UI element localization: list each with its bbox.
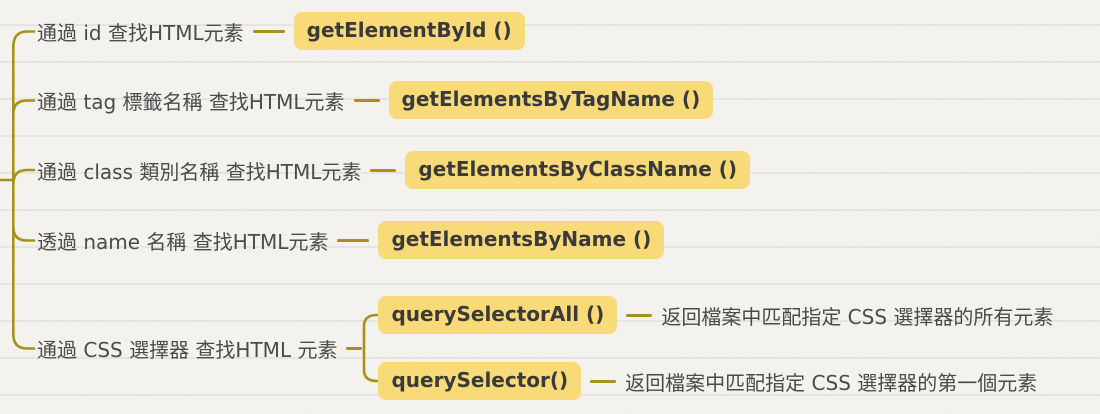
method-node-query-selector-all[interactable]: querySelectorAll (): [378, 296, 618, 334]
branch-label-class[interactable]: 通過 class 類別名稱 查找HTML元素: [37, 159, 362, 184]
connector-dash: [252, 29, 285, 33]
branch-row-class: 通過 class 類別名稱 查找HTML元素 getElementsByClas…: [37, 151, 751, 189]
method-description-query-selector[interactable]: 返回檔案中匹配指定 CSS 選擇器的第一個元素: [625, 370, 1038, 395]
branch-row-tag: 通過 tag 標籤名稱 查找HTML元素 getElementsByTagNam…: [37, 81, 714, 119]
branch-label-name[interactable]: 透過 name 名稱 查找HTML元素: [37, 229, 329, 254]
method-node-query-selector[interactable]: querySelector(): [378, 362, 582, 400]
method-node-get-element-by-id[interactable]: getElementById (): [293, 12, 525, 50]
method-node-get-elements-by-tag-name[interactable]: getElementsByTagName (): [388, 81, 714, 119]
fork-row-query-selector-all: querySelectorAll () 返回檔案中匹配指定 CSS 選擇器的所有…: [378, 296, 1053, 334]
connector-dash: [353, 98, 380, 102]
fork-column: querySelectorAll () 返回檔案中匹配指定 CSS 選擇器的所有…: [378, 296, 1053, 400]
branch-curve-4: [12, 225, 36, 242]
branch-curve-1: [12, 30, 36, 49]
branch-curve-3: [12, 168, 36, 186]
fork-row-query-selector: querySelector() 返回檔案中匹配指定 CSS 選擇器的第一個元素: [378, 362, 1053, 400]
connector-dash: [337, 238, 370, 242]
method-description-query-selector-all[interactable]: 返回檔案中匹配指定 CSS 選擇器的所有元素: [661, 304, 1054, 329]
method-node-get-elements-by-name[interactable]: getElementsByName (): [378, 221, 665, 259]
branch-label-css-selector[interactable]: 通過 CSS 選擇器 查找HTML 元素: [37, 337, 338, 362]
branch-label-tag[interactable]: 通過 tag 標籤名稱 查找HTML元素: [37, 89, 345, 114]
connector-dash: [370, 168, 397, 172]
branch-label-id[interactable]: 通過 id 查找HTML元素: [37, 20, 244, 45]
fork-bracket: [363, 313, 379, 383]
branch-row-name: 透過 name 名稱 查找HTML元素 getElementsByName (): [37, 221, 665, 259]
branch-row-id: 通過 id 查找HTML元素 getElementById (): [37, 12, 525, 50]
branch-curve-5: [12, 332, 36, 350]
method-node-get-elements-by-class-name[interactable]: getElementsByClassName (): [405, 151, 751, 189]
connector-dash: [590, 379, 617, 383]
branch-row-css-selector: 通過 CSS 選擇器 查找HTML 元素 querySelectorAll ()…: [37, 296, 1053, 400]
connector-dash: [626, 313, 653, 317]
connector-dash: [346, 346, 363, 350]
branch-curve-2: [12, 99, 36, 116]
